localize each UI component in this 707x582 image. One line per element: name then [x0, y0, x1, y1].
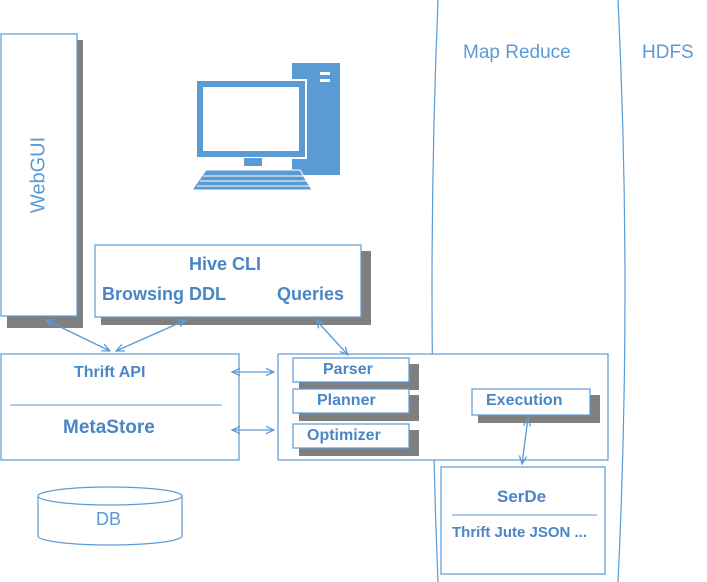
webgui-label: WebGUI [27, 136, 50, 214]
optimizer-box [292, 423, 419, 456]
map-reduce-label: Map Reduce [463, 42, 571, 63]
serde-box [440, 466, 606, 575]
parser-label: Parser [323, 361, 373, 378]
parser-box [292, 357, 419, 390]
hive-cli-title: Hive CLI [189, 254, 262, 274]
arrow-execution-serde [522, 418, 528, 464]
arrows [46, 320, 528, 464]
serde-formats-label: Thrift Jute JSON ... [452, 524, 588, 541]
desktop-computer-icon [191, 63, 340, 191]
db-cylinder [37, 486, 183, 546]
db-label: DB [96, 509, 122, 529]
metastore-box [0, 353, 240, 461]
hive-cli-box [94, 244, 371, 325]
execution-box [471, 388, 600, 423]
arrow-webgui-thrift [46, 320, 110, 351]
queries-label: Queries [277, 284, 345, 304]
execution-label: Execution [486, 392, 563, 409]
webgui-box [0, 33, 83, 328]
arrow-cli-parser [316, 320, 348, 355]
arrow-cli-thrift [116, 320, 186, 351]
planner-label: Planner [317, 392, 376, 409]
metastore-label: MetaStore [63, 417, 155, 438]
thrift-api-label: Thrift API [74, 364, 146, 381]
planner-box [292, 388, 419, 421]
serde-label: SerDe [497, 487, 547, 506]
hdfs-label: HDFS [642, 42, 694, 63]
map-reduce-region [431, 0, 626, 582]
browsing-ddl-label: Browsing DDL [102, 284, 226, 304]
optimizer-label: Optimizer [307, 427, 381, 444]
